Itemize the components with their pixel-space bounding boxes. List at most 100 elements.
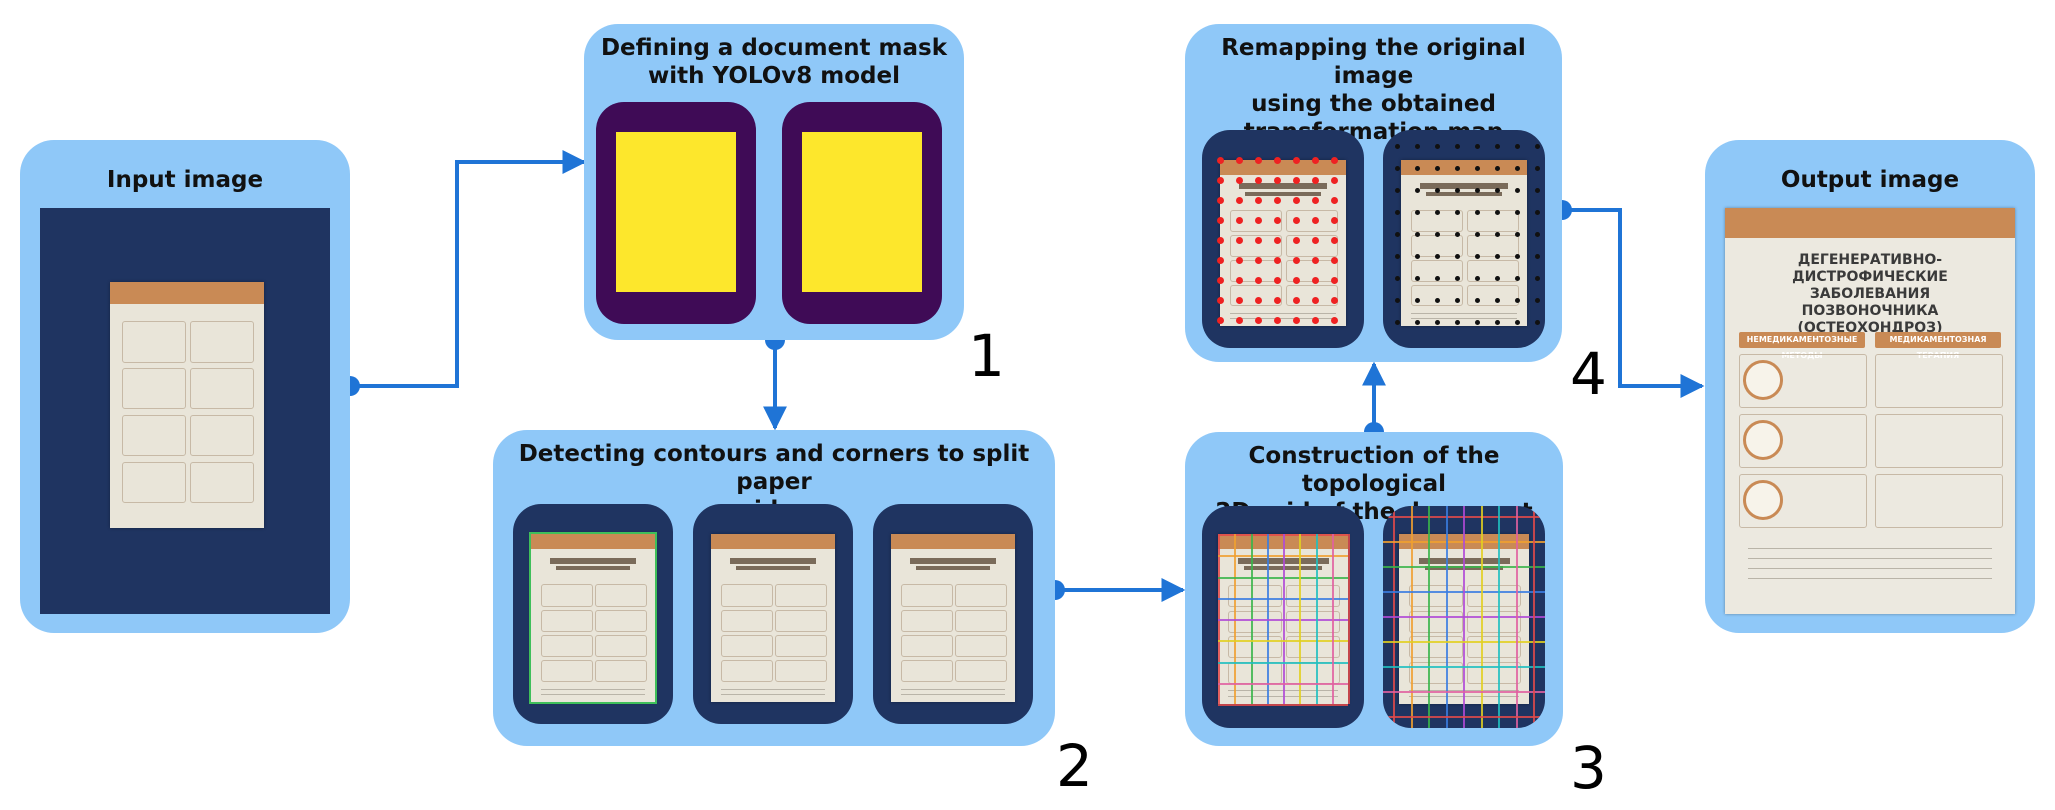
remap-point bbox=[1395, 254, 1400, 259]
remap-point bbox=[1455, 276, 1460, 281]
remap-point bbox=[1455, 298, 1460, 303]
remap-point bbox=[1255, 257, 1262, 264]
remap-point bbox=[1395, 232, 1400, 237]
node-output: Output image ДЕГЕНЕРАТИВНО-ДИСТРОФИЧЕСКИ… bbox=[1705, 140, 2035, 633]
grid-line-vertical bbox=[1315, 534, 1318, 704]
grid-line-horizontal bbox=[1383, 666, 1545, 668]
remap-point bbox=[1535, 144, 1540, 149]
remap-point bbox=[1255, 197, 1262, 204]
remap-point bbox=[1217, 297, 1224, 304]
contour-document-1 bbox=[529, 532, 657, 704]
remap-point bbox=[1395, 276, 1400, 281]
remap-point bbox=[1475, 144, 1480, 149]
remap-point bbox=[1515, 166, 1520, 171]
remap-point bbox=[1293, 217, 1300, 224]
remap-point bbox=[1274, 297, 1281, 304]
remap-point bbox=[1236, 197, 1243, 204]
remap-point bbox=[1495, 254, 1500, 259]
remap-point bbox=[1217, 157, 1224, 164]
remap-point bbox=[1293, 277, 1300, 284]
remap-tile-1 bbox=[1202, 130, 1364, 348]
node-contours: Detecting contours and corners to split … bbox=[493, 430, 1055, 746]
remap-document-2 bbox=[1395, 144, 1540, 326]
step-number-2: 2 bbox=[1056, 732, 1093, 800]
output-figure-icon bbox=[1743, 420, 1783, 460]
remap-point bbox=[1255, 157, 1262, 164]
remap-point bbox=[1535, 320, 1540, 325]
remap-point bbox=[1415, 210, 1420, 215]
remap-point bbox=[1415, 188, 1420, 193]
grid-line-vertical bbox=[1533, 506, 1535, 728]
input-document bbox=[110, 282, 264, 528]
remap-point bbox=[1535, 210, 1540, 215]
node-contours-title: Detecting contours and corners to split … bbox=[518, 441, 1030, 523]
grid-tile-2 bbox=[1383, 506, 1545, 728]
output-figure-icon bbox=[1743, 480, 1783, 520]
remap-point bbox=[1495, 210, 1500, 215]
grid-line-vertical bbox=[1498, 506, 1500, 728]
remap-point bbox=[1395, 166, 1400, 171]
output-column-right: МЕДИКАМЕНТОЗНАЯ ТЕРАПИЯ bbox=[1875, 332, 2001, 360]
remap-point bbox=[1331, 217, 1338, 224]
node-mask-title: Defining a document mask with YOLOv8 mod… bbox=[600, 35, 948, 89]
grid-document-1 bbox=[1218, 534, 1350, 706]
contour-outline bbox=[529, 532, 657, 704]
remap-point bbox=[1415, 276, 1420, 281]
remap-point bbox=[1274, 177, 1281, 184]
remap-point bbox=[1274, 157, 1281, 164]
remap-point bbox=[1535, 188, 1540, 193]
remap-point bbox=[1395, 210, 1400, 215]
remap-point bbox=[1435, 232, 1440, 237]
remap-point bbox=[1312, 197, 1319, 204]
remap-point bbox=[1415, 166, 1420, 171]
grid-line-vertical bbox=[1331, 534, 1334, 704]
remap-point bbox=[1435, 166, 1440, 171]
remap-point bbox=[1435, 210, 1440, 215]
remap-point bbox=[1475, 276, 1480, 281]
mask-document-1 bbox=[616, 132, 736, 292]
contour-tile-2 bbox=[693, 504, 853, 724]
remap-point bbox=[1217, 257, 1224, 264]
remap-point bbox=[1495, 144, 1500, 149]
node-remap: Remapping the original image using the o… bbox=[1185, 24, 1562, 362]
remap-point bbox=[1535, 166, 1540, 171]
remap-point bbox=[1415, 298, 1420, 303]
remap-point bbox=[1495, 232, 1500, 237]
remap-point bbox=[1475, 188, 1480, 193]
remap-point bbox=[1475, 232, 1480, 237]
remap-point bbox=[1475, 166, 1480, 171]
remap-point bbox=[1255, 317, 1262, 324]
remap-point bbox=[1217, 217, 1224, 224]
remap-point bbox=[1236, 177, 1243, 184]
remap-point bbox=[1312, 277, 1319, 284]
remap-point bbox=[1312, 297, 1319, 304]
remap-point bbox=[1293, 237, 1300, 244]
remap-point bbox=[1236, 237, 1243, 244]
grid-line-horizontal bbox=[1218, 640, 1348, 643]
remap-point bbox=[1293, 157, 1300, 164]
remap-point bbox=[1217, 177, 1224, 184]
remap-point bbox=[1535, 298, 1540, 303]
remap-point bbox=[1217, 237, 1224, 244]
remap-point bbox=[1435, 144, 1440, 149]
remap-point bbox=[1274, 217, 1281, 224]
remap-point bbox=[1312, 157, 1319, 164]
remap-point bbox=[1274, 277, 1281, 284]
remap-point bbox=[1415, 144, 1420, 149]
remap-point bbox=[1236, 297, 1243, 304]
remap-point bbox=[1535, 276, 1540, 281]
node-input: Input image bbox=[20, 140, 350, 633]
remap-point bbox=[1435, 276, 1440, 281]
remap-point bbox=[1312, 317, 1319, 324]
remap-point bbox=[1455, 210, 1460, 215]
remap-point bbox=[1293, 197, 1300, 204]
grid-line-vertical bbox=[1515, 506, 1518, 728]
remap-point bbox=[1312, 177, 1319, 184]
remap-point bbox=[1274, 197, 1281, 204]
remap-point bbox=[1515, 298, 1520, 303]
grid-line-horizontal bbox=[1218, 682, 1348, 685]
step-number-1: 1 bbox=[968, 322, 1005, 390]
output-document-title: ДЕГЕНЕРАТИВНО-ДИСТРОФИЧЕСКИЕ ЗАБОЛЕВАНИЯ… bbox=[1792, 252, 1948, 336]
remap-point bbox=[1455, 188, 1460, 193]
remap-point bbox=[1475, 254, 1480, 259]
